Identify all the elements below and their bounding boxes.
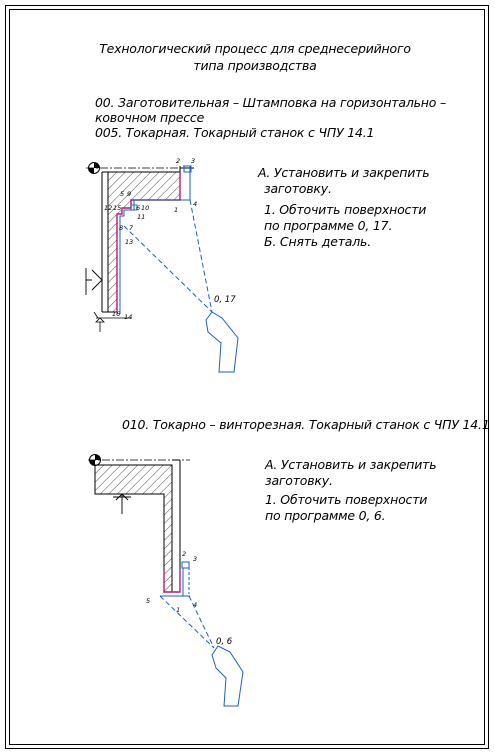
sketch2-label-1: 1: [176, 606, 180, 614]
operation-000-line-2: ковочном прессе: [95, 110, 205, 125]
step1-turn-line-1: 1. Обточить поверхности: [264, 202, 427, 217]
sketch1-label-12: 12: [104, 204, 112, 212]
sketch1-label-8: 8: [119, 224, 123, 232]
sketch2-origin-label: 0, 6: [216, 637, 233, 647]
sketch1-label-4: 4: [193, 200, 197, 208]
step2-install-line-2: заготовку.: [265, 473, 333, 488]
title-line-2: типа производства: [193, 58, 317, 73]
sketch1-origin-label: 0, 17: [214, 295, 236, 305]
sketch1-label-14: 14: [124, 313, 132, 321]
operation-000-line-1: 00. Заготовительная – Штамповка на гориз…: [95, 95, 447, 110]
step2-turn-line-1: 1. Обточить поверхности: [265, 492, 428, 507]
sketch1-label-10: 10: [141, 204, 149, 212]
workpiece-section: [94, 464, 173, 593]
sketch1-label-1: 1: [174, 206, 178, 214]
step1-remove: Б. Снять деталь.: [264, 234, 371, 249]
sketch1-label-9: 9: [127, 190, 131, 198]
sketch2-label-4: 4: [193, 601, 197, 609]
sketch1-label-13: 13: [125, 238, 133, 246]
operation-010: 010. Токарно – винторезная. Токарный ста…: [122, 417, 490, 432]
sketch1-label-16: 16: [112, 310, 120, 318]
finish-contour: [163, 570, 181, 593]
cutting-tool-icon: [211, 645, 244, 707]
sheet-border-inner: [9, 9, 485, 745]
sketch1-label-15: 15: [113, 204, 121, 212]
sketch1-label-6-10-a: 6: [136, 204, 140, 212]
sketch1-label-5: 5: [120, 190, 124, 198]
support-arrow-icon: [113, 493, 131, 514]
step1-install-line-1: А. Установить и закрепить: [258, 165, 430, 180]
sketch1-label-7: 7: [129, 224, 134, 232]
step2-install-line-1: А. Установить и закрепить: [265, 457, 437, 472]
cutting-tool-icon: [205, 311, 239, 373]
step2-turn-line-2: по программе 0, 6.: [265, 508, 386, 523]
sketch1-label-3: 3: [191, 157, 195, 165]
step1-install-line-2: заготовку.: [264, 181, 332, 196]
title-line-1: Технологический процесс для среднесерийн…: [99, 41, 411, 56]
sheet-border-outer: [5, 5, 489, 749]
sketch2-label-2: 2: [182, 550, 186, 558]
sketch1-label-11: 11: [137, 213, 145, 221]
step1-turn-line-2: по программе 0, 17.: [264, 218, 393, 233]
sketch2-label-3: 3: [193, 555, 197, 563]
chuck-jaw-icon: [85, 268, 103, 295]
sketch1-label-2: 2: [176, 157, 180, 165]
sketch2-label-5: 5: [146, 597, 150, 605]
operation-005: 005. Токарная. Токарный станок с ЧПУ 14.…: [95, 125, 375, 140]
